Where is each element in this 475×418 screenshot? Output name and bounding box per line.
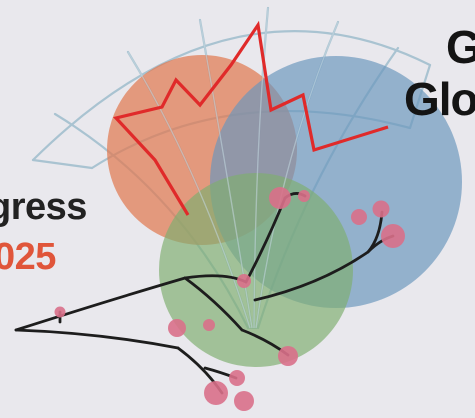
headline-line-1: G [446, 21, 475, 73]
event-year: 025 [0, 236, 56, 278]
berry [54, 306, 66, 318]
berry [298, 190, 310, 202]
berry [237, 274, 251, 288]
circle-green [159, 173, 353, 367]
fan-edge-left [31, 158, 94, 170]
zigzag-line [112, 20, 389, 216]
headline-line-2: Glo [404, 73, 475, 125]
event-name: gress [0, 186, 87, 228]
berry [234, 391, 254, 411]
berry [351, 209, 367, 225]
berry [229, 370, 245, 386]
fan-outer-arc [31, 30, 432, 162]
berries [54, 187, 405, 411]
berry [269, 187, 291, 209]
berry [203, 319, 215, 331]
berry [204, 381, 228, 405]
berry [381, 224, 405, 248]
berry [168, 319, 186, 337]
berry [372, 200, 390, 218]
berry [278, 346, 298, 366]
